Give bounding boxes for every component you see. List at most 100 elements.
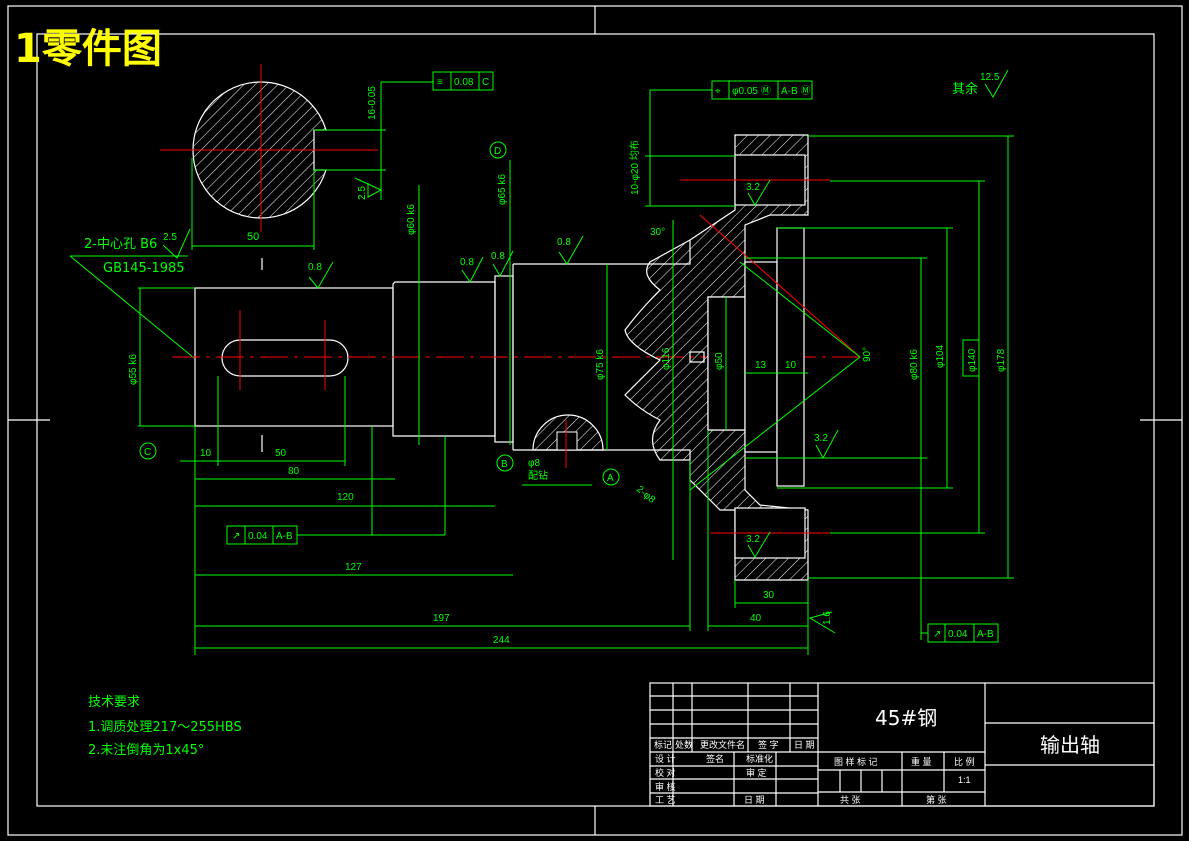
runout-left-symbol: ↗: [232, 531, 240, 542]
tb-sheet-no: 第 张: [926, 794, 947, 805]
tb-designer-sign: 签名: [706, 753, 724, 764]
horizontal-dimensions: 10 50 80 120 127 197 244 40 30 13 10 30°…: [180, 227, 873, 655]
tb-weight: 重 量: [911, 756, 932, 767]
tb-header-sign: 签 字: [758, 739, 779, 750]
dim-127: 127: [345, 562, 362, 573]
rest-roughness-value: 12.5: [980, 72, 1000, 83]
diameter-labels: φ55 k6 φ60 k6 φ65 k6 φ75 k6 φ116 φ50: [128, 160, 727, 560]
tb-design: 设 计: [655, 753, 676, 764]
position-tolerance-frame: ⌖ φ0.05 Ⓜ A-B Ⓜ 10-φ20 均布: [629, 80, 813, 207]
datum-a: A: [607, 473, 614, 484]
gear-dia140: φ140: [967, 348, 978, 372]
tb-check: 校 对: [655, 767, 676, 778]
datum-markers: C B A D: [139, 141, 620, 486]
gear-roughness-face: 3.2: [814, 433, 828, 444]
angle-30: 30°: [650, 227, 665, 238]
dim-keyway-offset: 10: [200, 448, 212, 459]
tb-process: 工 艺: [655, 795, 676, 805]
runout-right-value: 0.04: [948, 629, 968, 640]
dia-bore: φ50: [714, 352, 725, 370]
position-datum: A-B Ⓜ: [781, 85, 810, 97]
tb-approve: 审 定: [746, 767, 767, 778]
gear-roughness-end: 1.6: [822, 611, 833, 625]
runout-right-symbol: ↗: [933, 629, 941, 640]
gear-dia104: φ104: [935, 344, 946, 368]
key-roughness: 2.5: [357, 186, 368, 200]
pin-hole-dia: φ8: [528, 458, 540, 469]
position-symbol: ⌖: [715, 86, 721, 97]
key-cross-section: 50 16-0.05 2.5: [160, 64, 434, 250]
datum-d: D: [494, 146, 501, 157]
center-hole-roughness: 2.5: [163, 232, 177, 243]
symmetry-datum: C: [482, 77, 489, 88]
dim-197: 197: [433, 613, 450, 624]
gear-dia80: φ80 k6: [909, 349, 920, 380]
dim-120: 120: [337, 492, 354, 503]
gear-vertical-dims: φ80 k6 φ104 φ140 φ178: [745, 135, 1014, 640]
runout-left-value: 0.04: [248, 531, 268, 542]
tb-drawing-mark: 图 样 标 记: [834, 756, 878, 767]
datum-b: B: [501, 459, 508, 470]
drawing-title: 1零件图: [14, 26, 162, 72]
tb-header-count: 处数: [675, 739, 693, 750]
tb-total-sheets: 共 张: [840, 795, 861, 805]
key-width-dim: 50: [247, 231, 259, 243]
key-depth-dim: 16-0.05: [367, 86, 378, 120]
runout-left-datum: A-B: [276, 531, 293, 542]
runout-frame-left: ↗ 0.04 A-B: [226, 525, 298, 545]
tb-header-mark: 标记: [654, 739, 672, 750]
pin-hole-note: 配钻: [528, 469, 548, 482]
center-hole-note: 2-中心孔 B6 GB145-1985 2.5: [69, 228, 195, 359]
dia-left: φ55 k6: [128, 354, 139, 385]
runout-frame-right: ↗ 0.04 A-B: [921, 623, 999, 643]
dia-root: φ116: [661, 347, 672, 370]
tb-scale-value: 1:1: [958, 775, 971, 785]
dim-244: 244: [493, 635, 510, 646]
title-block: 标记 处数 更改文件名 签 字 日 期 设 计 签名 标准化 校 对 审 定 审…: [649, 682, 1155, 807]
tb-header-date: 日 期: [794, 740, 815, 750]
symmetry-tolerance-frame: ≡ 0.08 C: [432, 71, 494, 91]
runout-right-datum: A-B: [977, 629, 994, 640]
angle-90: 90°: [862, 347, 873, 362]
rest-roughness-label: 其余: [952, 81, 978, 97]
chamfer-note: 2-φ8: [634, 484, 657, 506]
roughness-1: 0.8: [308, 262, 322, 273]
tech-req-item-2: 2.未注倒角为1x45°: [88, 743, 204, 758]
shaft-outline: [172, 134, 861, 581]
roughness-3: 0.8: [491, 251, 505, 262]
gear-dia178: φ178: [996, 348, 1007, 372]
outer-frame: [7, 5, 1183, 836]
dim-40: 40: [750, 613, 762, 624]
symmetry-value: 0.08: [454, 77, 474, 88]
tb-scale-label: 比 例: [954, 756, 975, 767]
datum-c: C: [144, 447, 151, 458]
tb-date: 日 期: [744, 795, 765, 805]
shaft-roughness-marks: 0.8 0.8 0.8 0.8: [308, 235, 584, 289]
roughness-4: 0.8: [557, 237, 571, 248]
holes-note: 10-φ20 均布: [629, 140, 641, 195]
dim-13: 13: [755, 360, 767, 371]
center-hole-label: 2-中心孔 B6: [84, 237, 157, 252]
tb-review: 审 核: [655, 781, 676, 792]
position-value: φ0.05 Ⓜ: [732, 85, 771, 97]
dia-bearing: φ60 k6: [406, 204, 417, 235]
tb-part-name: 输出轴: [1040, 733, 1100, 757]
center-hole-standard: GB145-1985: [103, 261, 185, 276]
tech-req-title: 技术要求: [88, 695, 140, 710]
dim-10: 10: [785, 360, 797, 371]
tech-req-item-1: 1.调质处理217～255HBS: [88, 720, 242, 735]
dim-keyway-len: 50: [275, 448, 287, 459]
gear-roughness-marks: 3.2 3.2 3.2 1.6: [746, 179, 839, 634]
gear-roughness-top: 3.2: [746, 182, 760, 193]
dim-80: 80: [288, 466, 300, 477]
dia-gear-seat: φ75 k6: [595, 349, 606, 380]
gear-roughness-bottom: 3.2: [746, 534, 760, 545]
technical-requirements: 技术要求 1.调质处理217～255HBS 2.未注倒角为1x45°: [88, 695, 242, 758]
dia-bearing2: φ65 k6: [497, 174, 508, 205]
roughness-2: 0.8: [460, 257, 474, 268]
tb-material: 45#钢: [875, 706, 937, 730]
symmetry-symbol: ≡: [437, 77, 443, 88]
tb-standardization: 标准化: [746, 753, 773, 764]
tb-header-file: 更改文件名: [700, 739, 745, 750]
